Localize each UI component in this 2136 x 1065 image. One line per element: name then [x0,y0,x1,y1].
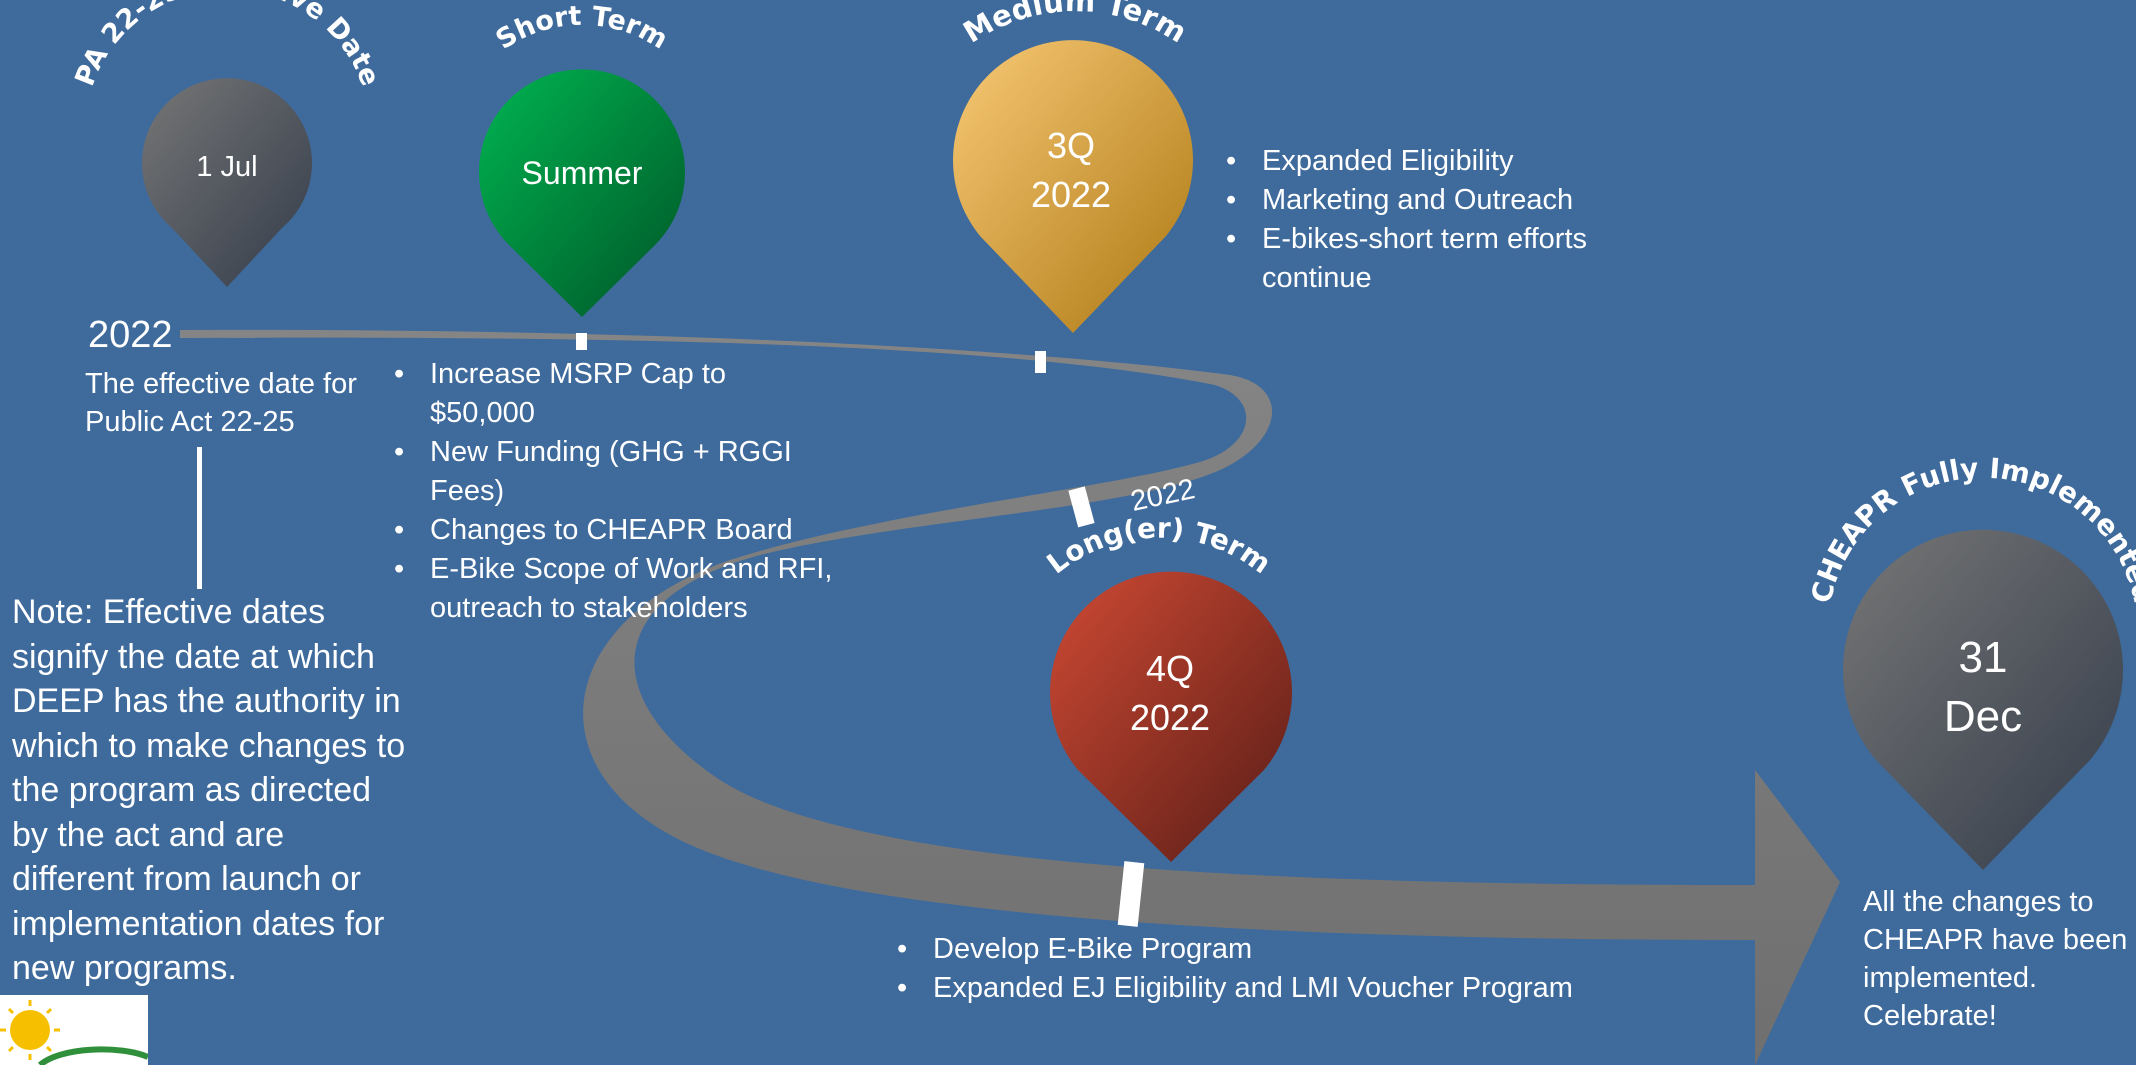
full-description-line: Celebrate! [1863,1000,1997,1032]
pin-medium-line2: 2022 [1031,174,1111,215]
pin-longer-line1: 4Q [1146,648,1194,689]
pin-full: 31 Dec CHEAPR Fully Implemented [1805,452,2136,870]
svg-text:Short Term: Short Term [491,1,673,56]
road-marker-mid-curve [1068,486,1095,528]
full-implementation-description: All the changes to CHEAPR have been impl… [1863,883,2127,1035]
pin-medium: 3Q 2022 Medium Term [953,0,1194,334]
full-description-line: CHEAPR have been [1863,924,2128,956]
road-marker-short [576,333,587,350]
list-item: Expanded EJ Eligibility and LMI Voucher … [895,969,1573,1008]
pin-longer-title: Long(er) Term [1041,512,1277,581]
medium-term-list: Expanded Eligibility Marketing and Outre… [1224,142,1587,298]
pin-full-line1: 31 [1959,633,2008,682]
organization-logo [0,995,148,1065]
sun-icon [0,1000,60,1060]
full-description-line: implemented. [1863,962,2038,994]
pin-longer-line2: 2022 [1130,697,1210,738]
list-item: E-Bike Scope of Work and RFI,outreach to… [392,550,832,628]
pin-medium-line1: 3Q [1047,125,1095,166]
svg-text:Long(er) Term: Long(er) Term [1041,512,1277,581]
list-item: Increase MSRP Cap to$50,000 [392,355,832,433]
pin-short-title: Short Term [491,1,673,56]
pin-effective: 1 Jul PA 22-25 Effective Date [69,0,386,288]
pin-short: Summer Short Term [479,1,685,317]
pin-longer: 4Q 2022 Long(er) Term [1041,512,1292,862]
list-item: Marketing and Outreach [1224,181,1587,220]
effective-description-line: The effective date for [85,368,357,400]
logo-swoosh [37,1046,148,1065]
effective-dates-note: Note: Effective dates signify the date a… [12,593,406,987]
list-item: Expanded Eligibility [1224,142,1587,181]
road-marker-longer [1117,861,1145,927]
effective-connector [197,447,202,589]
effective-description-line: Public Act 22-25 [85,406,295,438]
pin-short-label: Summer [522,155,643,191]
longer-term-list: Develop E-Bike Program Expanded EJ Eligi… [895,930,1573,1008]
pin-effective-title: PA 22-25 Effective Date [69,0,385,90]
svg-text:PA 22-25 Effective Date: PA 22-25 Effective Date [69,0,385,90]
timeline-start-year: 2022 [88,314,173,356]
short-term-list: Increase MSRP Cap to$50,000 New Funding … [392,355,832,628]
pin-effective-label: 1 Jul [196,151,257,183]
list-item: Changes to CHEAPR Board [392,511,832,550]
pin-full-line2: Dec [1944,692,2022,741]
full-description-line: All the changes to [1863,886,2094,918]
effective-description: The effective date for Public Act 22-25 [85,365,357,441]
road-marker-medium [1035,351,1046,373]
list-item: Develop E-Bike Program [895,930,1573,969]
